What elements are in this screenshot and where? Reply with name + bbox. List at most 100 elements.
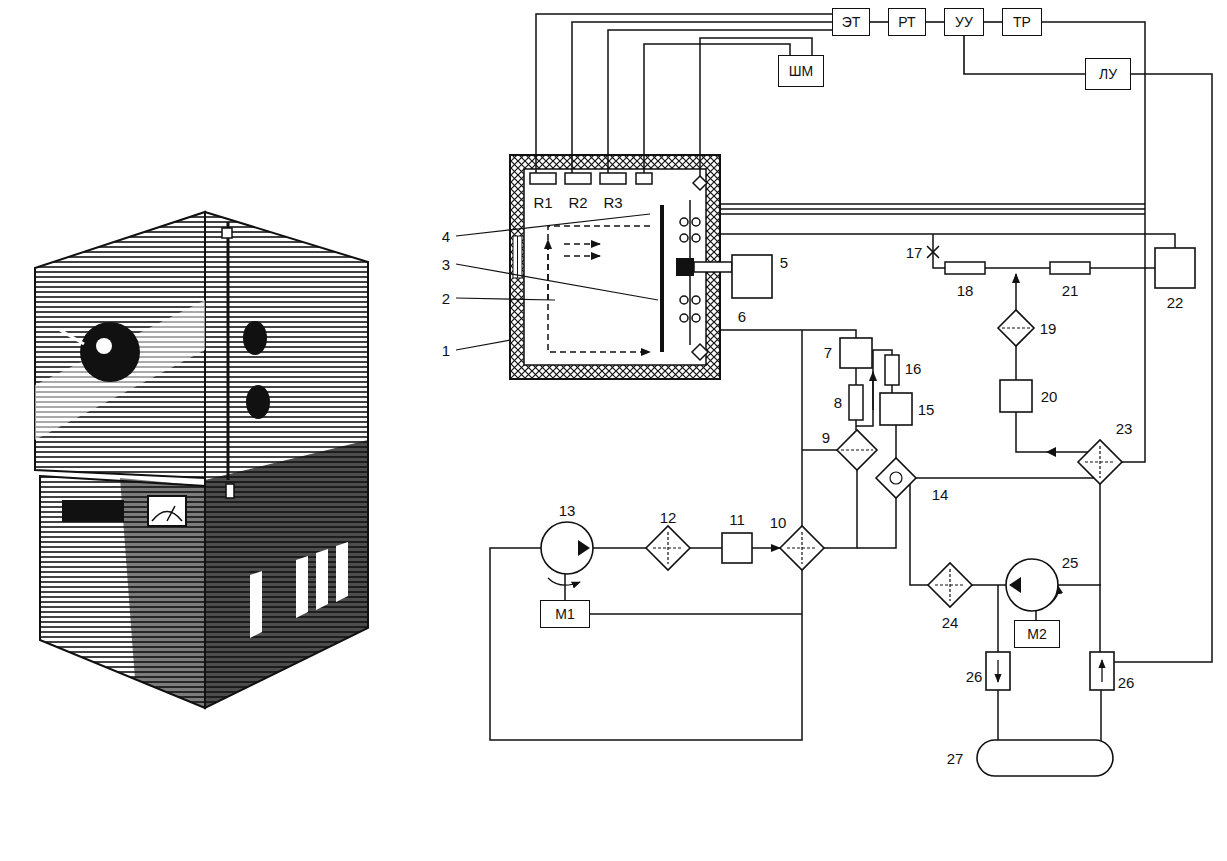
- block-label: M1: [555, 606, 574, 622]
- callout-number: 16: [904, 361, 923, 376]
- callout-number: 1: [441, 343, 451, 358]
- climate-chamber: [510, 155, 720, 379]
- resistor-symbol: [885, 355, 899, 385]
- air-flow-arrows: [564, 243, 600, 245]
- fan-unit: [676, 255, 772, 298]
- logic-unit: ЛУ: [1085, 58, 1131, 90]
- refrigerant-pipe: [720, 203, 1145, 205]
- callout-number: 26: [965, 669, 984, 684]
- heat-exchanger-diamond: [780, 526, 824, 570]
- refrigerant-pipe: [720, 234, 1175, 248]
- compressor-circle: [541, 522, 593, 574]
- callout-number: 7: [823, 345, 833, 360]
- callout-number: 9: [821, 430, 831, 445]
- component-box: [722, 533, 752, 563]
- baffle-plate: [660, 205, 664, 352]
- component-box: [840, 338, 872, 368]
- callout-number: 8: [833, 395, 843, 410]
- component-box: [1000, 380, 1032, 412]
- exchanger-inner-line: [890, 472, 902, 484]
- refrigerant-pipe: [1058, 584, 1101, 586]
- callout-number: 18: [956, 283, 975, 298]
- resistor-symbol: [945, 262, 985, 274]
- refrigerant-pipe: [1100, 690, 1102, 746]
- refrigerant-pipe: [802, 449, 837, 451]
- callout-number: 19: [1039, 321, 1058, 336]
- test-chamber-cabinet: [60, 330, 84, 344]
- compressor-mark: [578, 540, 1021, 593]
- callout-number: 10: [769, 515, 788, 530]
- refrigerant-pipe: [824, 470, 857, 548]
- test-chamber-cabinet: [226, 484, 234, 498]
- exchanger-inner-line: [653, 532, 683, 564]
- test-chamber-cabinet: [205, 440, 368, 708]
- exchanger-inner-line: [935, 569, 965, 601]
- refrigerant-pipe: [490, 548, 802, 740]
- valve-box: [986, 652, 1010, 690]
- sensor-name: R3: [602, 195, 623, 210]
- signal-wire: [590, 613, 802, 615]
- test-chamber-cabinet: [227, 222, 230, 480]
- valve-box: [986, 652, 1114, 690]
- rotation-arrow: [548, 578, 580, 585]
- heat-exchanger-diamond: [646, 310, 1122, 607]
- heater-cooler-column: [680, 200, 708, 360]
- block-label: ШМ: [789, 63, 814, 79]
- refrigerant-pipe: [720, 213, 1145, 215]
- test-chamber-cabinet: [250, 571, 262, 638]
- heater-cooler-column: [692, 314, 700, 322]
- callout-number: 2: [441, 291, 451, 306]
- sensor-element: [693, 176, 707, 190]
- signal-wire: [1113, 74, 1212, 662]
- callout-number: 14: [931, 487, 950, 502]
- callout-number: 26: [1117, 675, 1136, 690]
- callout-number: 6: [737, 309, 747, 324]
- refrigerant-pipe: [872, 372, 874, 410]
- temperature-sensor-unit: ЭТ: [832, 8, 870, 36]
- callout-number: 23: [1115, 421, 1134, 436]
- refrigerant-pipe: [1016, 412, 1088, 452]
- block-label: ЭТ: [842, 14, 861, 30]
- signal-connector: [926, 21, 944, 23]
- valve-box: [1090, 652, 1114, 690]
- refrigerant-pipe: [720, 208, 1145, 210]
- refrigerant-pipe: [997, 690, 999, 746]
- refrigerant-pipe: [855, 368, 857, 385]
- sensor-element: [565, 173, 591, 184]
- test-chamber-cabinet: [243, 321, 267, 355]
- refrigerant-pipe: [1015, 274, 1017, 310]
- test-chamber-cabinet: [148, 496, 186, 526]
- leader-line: [456, 264, 658, 300]
- exchanger-inner-line: [841, 449, 873, 450]
- throttle-valve: [927, 246, 939, 258]
- climate-chamber: [517, 236, 518, 278]
- heat-exchanger-diamond: [998, 310, 1034, 346]
- refrigerant-pipe: [855, 420, 857, 430]
- test-chamber-cabinet: [40, 476, 205, 708]
- component-box: [880, 393, 912, 425]
- signal-wire: [608, 30, 832, 173]
- callout-number: 3: [441, 257, 451, 272]
- heater-cooler-column: [692, 234, 700, 242]
- refrigerant-pipe: [916, 477, 1094, 479]
- climate-chamber: [513, 236, 522, 278]
- flow-arrow: [1046, 447, 1056, 457]
- heater-cooler-column: [680, 234, 688, 242]
- compressor-circle: [1006, 559, 1058, 611]
- test-chamber-cabinet: [205, 212, 368, 708]
- leader-line: [456, 298, 555, 300]
- motor-box: M2: [1014, 620, 1060, 648]
- sensor-element: [636, 173, 652, 184]
- leader-line: [456, 340, 511, 350]
- callout-number: 21: [1061, 283, 1080, 298]
- refrigerant-pipe: [1015, 346, 1017, 380]
- callout-number: 5: [779, 255, 789, 270]
- test-chamber-cabinet: [222, 228, 232, 238]
- sensor-element: [530, 173, 556, 184]
- rotation-arrow: [548, 578, 1058, 604]
- signal-connector: [964, 36, 1085, 74]
- test-chamber-cabinet: [167, 506, 175, 521]
- block-label: ЛУ: [1099, 66, 1117, 82]
- heater-cooler-column: [680, 314, 688, 322]
